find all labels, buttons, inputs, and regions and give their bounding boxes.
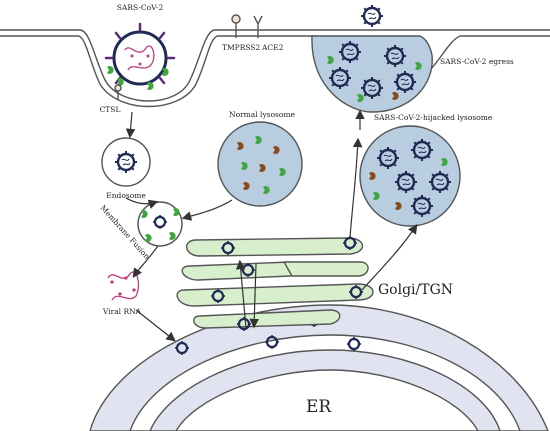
viral-rna bbox=[107, 271, 140, 301]
ctsl-receptor bbox=[114, 84, 122, 100]
endosome-label: Endosome bbox=[106, 191, 146, 200]
er bbox=[89, 304, 549, 431]
normal-lysosome bbox=[217, 121, 303, 207]
tmprss2-label: TMPRSS2 bbox=[222, 43, 261, 52]
egress-label: SARS-CoV-2 egress bbox=[440, 57, 514, 66]
plasma-membrane bbox=[0, 29, 550, 102]
viral-rna-label: Viral RNA bbox=[102, 307, 142, 316]
endosome bbox=[101, 137, 151, 187]
egress-lysosome bbox=[311, 3, 433, 113]
incoming-virion bbox=[104, 22, 176, 86]
ctsl-label: CTSL bbox=[100, 105, 121, 114]
ace2-label: ACE2 bbox=[261, 43, 284, 52]
tmprss2-receptor bbox=[231, 14, 241, 38]
er-label: ER bbox=[306, 397, 332, 417]
fusion-vesicle bbox=[137, 201, 183, 247]
ace2-receptor bbox=[253, 15, 263, 38]
hijacked-lysosome bbox=[359, 125, 461, 227]
normal-lysosome-label: Normal lysosome bbox=[229, 110, 296, 119]
golgi-label: Golgi/TGN bbox=[378, 282, 453, 298]
hijacked-lysosome-label: SARS-CoV-2-hijacked lysosome bbox=[374, 113, 493, 122]
pathway-arrows bbox=[125, 109, 418, 342]
sars-cov-2-label: SARS-CoV-2 bbox=[117, 3, 164, 12]
